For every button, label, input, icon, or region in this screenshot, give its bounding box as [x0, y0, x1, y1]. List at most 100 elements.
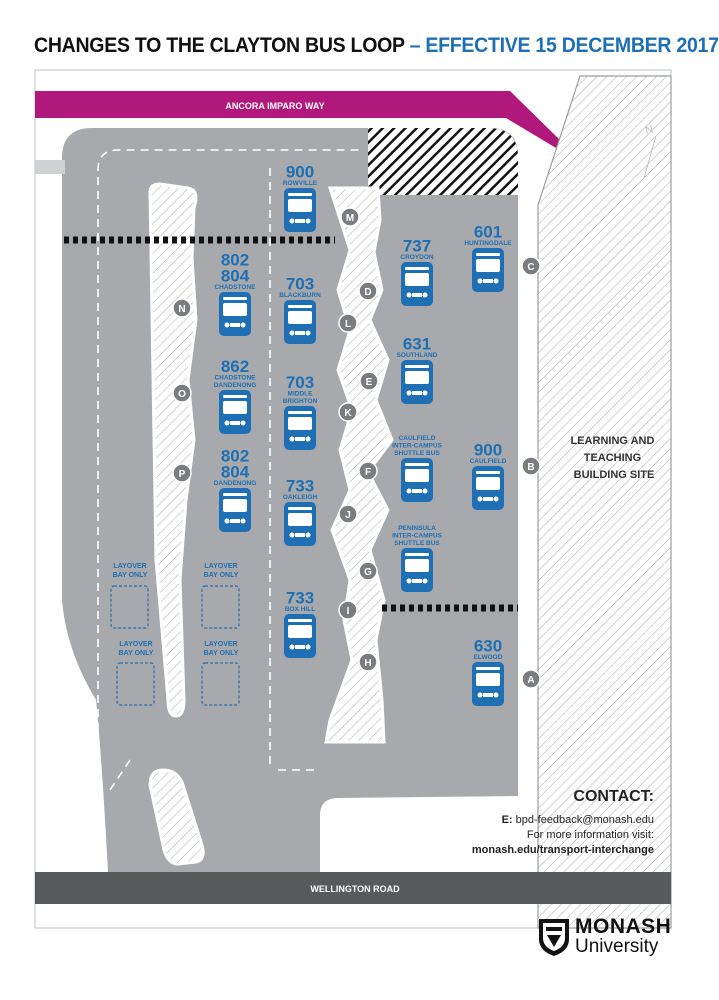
- road-ancora-imparo-way: [35, 91, 560, 148]
- layover-bay: [201, 662, 240, 706]
- bus-route-number: 802: [221, 447, 249, 466]
- stop-letter: I: [347, 606, 350, 617]
- stop-letter: A: [527, 675, 534, 686]
- monash-logo: MONASH University: [537, 915, 677, 965]
- title-dash: –: [404, 34, 426, 57]
- stop-marker: D: [358, 281, 378, 301]
- stop-marker: J: [338, 504, 358, 524]
- bus-route-number: 802: [221, 251, 249, 270]
- stop-letter: O: [178, 389, 186, 400]
- stop-marker: E: [359, 371, 379, 391]
- contact-url-link[interactable]: monash.edu/transport-interchange: [471, 844, 654, 856]
- bus-destination: INTER-CAMPUS: [392, 443, 442, 450]
- title-effective: EFFECTIVE 15 DECEMBER 2017: [425, 34, 719, 57]
- stop-marker: B: [521, 456, 541, 476]
- stop-letter: C: [527, 262, 534, 273]
- bus-route-number: 804: [221, 267, 250, 286]
- monash-crest-icon: [539, 919, 569, 956]
- bus-destination: INTER-CAMPUS: [392, 533, 442, 540]
- stop-letter: F: [365, 467, 371, 478]
- site-label-1: LEARNING AND: [571, 435, 655, 447]
- bus-route-number: 733: [286, 589, 314, 608]
- stop-letter: M: [346, 213, 354, 224]
- contact-heading: CONTACT:: [573, 788, 654, 805]
- bus-destination: CROYDON: [400, 254, 434, 261]
- layover-bay: [201, 585, 240, 629]
- stop-lines: [64, 236, 518, 612]
- side-access: [35, 160, 65, 174]
- site-label: LEARNING AND TEACHING BUILDING SITE: [571, 435, 658, 481]
- north-arrow: N: [643, 123, 657, 179]
- bus-destination: ELWOOD: [474, 654, 503, 661]
- stop-letter: D: [364, 287, 371, 298]
- stop-marker: F: [358, 461, 378, 481]
- stop-marker: K: [338, 402, 358, 422]
- stop-marker: A: [521, 669, 541, 689]
- stop-letter: P: [179, 469, 186, 480]
- road-bottom-label: WELLINGTON ROAD: [310, 884, 400, 894]
- stop-marker: G: [358, 561, 378, 581]
- bus-route-number: 733: [286, 477, 314, 496]
- contact-email-row: E: bpd-feedback@monash.edu: [472, 814, 654, 826]
- bus-route-number: 601: [474, 223, 502, 242]
- stop-letter: H: [364, 658, 371, 669]
- restricted-zone: [368, 128, 518, 195]
- stop-marker: C: [521, 256, 541, 276]
- stop-letter: K: [344, 408, 352, 419]
- bus-route-number: 737: [403, 237, 431, 256]
- bus-destination: OAKLEIGH: [283, 494, 318, 501]
- bus-destination: HUNTINGDALE: [464, 240, 512, 247]
- stop-marker: H: [358, 652, 378, 672]
- bus-destination: CAULFIELD: [399, 435, 436, 442]
- bus-destination: SOUTHLAND: [397, 352, 438, 359]
- bus-route-number: 900: [474, 441, 502, 460]
- bus-destination: SHUTTLE BUS: [394, 450, 440, 457]
- bus-destination: ROWVILLE: [283, 180, 318, 187]
- stop-letter: J: [345, 510, 351, 521]
- bus-destination: BLACKBURN: [279, 292, 321, 299]
- bus-route-number: 630: [474, 637, 502, 656]
- stop-letter: B: [527, 462, 534, 473]
- bus-route-number: 703: [286, 373, 314, 392]
- stop-marker: O: [172, 383, 192, 403]
- road-wellington-road: [35, 872, 671, 904]
- stop-marker: N: [172, 298, 192, 318]
- logo-line1: MONASH: [575, 915, 672, 938]
- stop-letter: N: [178, 304, 185, 315]
- bus-destination: CHADSTONE: [214, 375, 256, 382]
- contact-email-prefix: E:: [501, 814, 516, 826]
- title-main: CHANGES TO THE CLAYTON BUS LOOP: [34, 34, 405, 57]
- road-top-label: ANCORA IMPARO WAY: [225, 101, 324, 111]
- stop-letter: E: [366, 377, 373, 388]
- contact-block: CONTACT: E: bpd-feedback@monash.edu For …: [472, 788, 654, 859]
- stop-letter: L: [345, 319, 351, 330]
- site-label-2: TEACHING: [584, 452, 641, 464]
- contact-email-link[interactable]: bpd-feedback@monash.edu: [515, 814, 654, 826]
- stop-marker: L: [338, 313, 358, 333]
- bus-destination: SHUTTLE BUS: [394, 540, 440, 547]
- page-title: CHANGES TO THE CLAYTON BUS LOOP – EFFECT…: [34, 34, 719, 58]
- bus-destination: DANDENONG: [214, 382, 257, 389]
- bus-destination: BOX HILL: [285, 606, 315, 613]
- bus-bays: ROWVILLE900CHADSTONE804802DANDENONGCHADS…: [214, 163, 512, 706]
- stop-letter: G: [364, 567, 372, 578]
- layover-bay: [110, 585, 149, 629]
- stop-marker: M: [340, 207, 360, 227]
- bus-route-number: 804: [221, 463, 250, 482]
- bus-destination: PENINSULA: [398, 525, 436, 532]
- layover-bay: [116, 662, 155, 706]
